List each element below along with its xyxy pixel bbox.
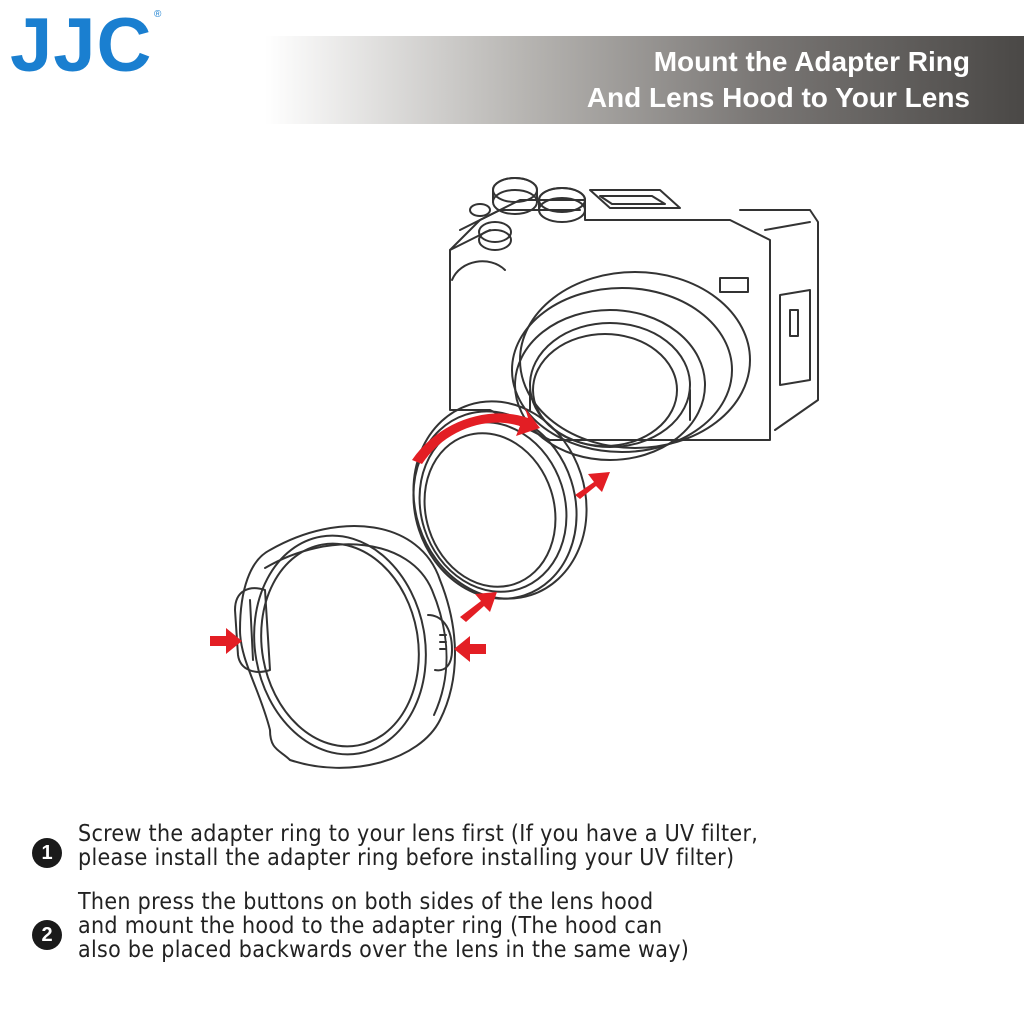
step-line: also be placed backwards over the lens i… xyxy=(78,937,690,963)
push-arrow-icon xyxy=(460,592,497,622)
push-arrows xyxy=(210,408,610,662)
camera-illustration xyxy=(449,177,819,461)
rotate-arrow-icon xyxy=(412,408,540,464)
banner-title-line-2: And Lens Hood to Your Lens xyxy=(586,82,970,113)
mounting-illustration xyxy=(210,177,819,769)
title-banner xyxy=(265,36,1024,124)
push-arrow-icon xyxy=(575,472,610,499)
step-line: please install the adapter ring before i… xyxy=(78,845,735,871)
push-arrow-icon xyxy=(454,636,486,662)
push-arrow-icon xyxy=(210,628,242,654)
logo-text: JJC xyxy=(10,3,153,88)
step-text: Then press the buttons on both sides of … xyxy=(78,890,1008,962)
step-line: Then press the buttons on both sides of … xyxy=(78,889,654,915)
step-1: 1 Screw the adapter ring to your lens fi… xyxy=(28,822,1008,870)
step-number-badge: 2 xyxy=(32,920,62,950)
banner-title: Mount the Adapter Ring And Lens Hood to … xyxy=(587,44,970,116)
registered-mark: ® xyxy=(154,9,163,20)
adapter-ring-illustration xyxy=(412,400,588,600)
step-2: 2 Then press the buttons on both sides o… xyxy=(28,890,1008,962)
step-number-badge: 1 xyxy=(32,838,62,868)
instruction-steps: 1 Screw the adapter ring to your lens fi… xyxy=(28,822,1008,962)
step-line: and mount the hood to the adapter ring (… xyxy=(78,913,663,939)
lens-hood-illustration xyxy=(234,525,456,769)
banner-title-line-1: Mount the Adapter Ring xyxy=(653,46,970,77)
step-text: Screw the adapter ring to your lens firs… xyxy=(78,822,1008,870)
jjc-logo: JJC ® xyxy=(10,8,161,84)
step-line: Screw the adapter ring to your lens firs… xyxy=(78,821,759,847)
